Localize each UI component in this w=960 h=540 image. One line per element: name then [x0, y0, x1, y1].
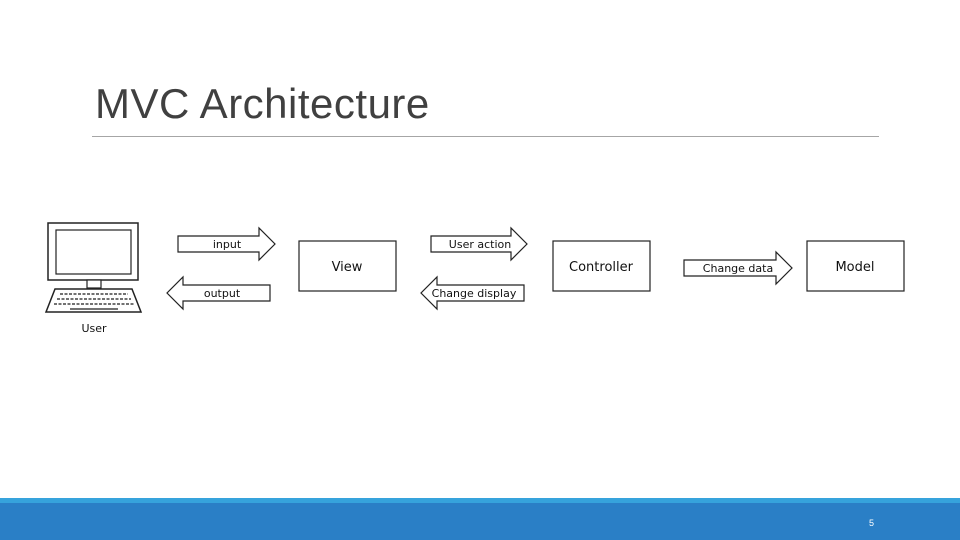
change-data-arrow	[683, 250, 793, 286]
change-display-label: Change display	[432, 287, 517, 300]
computer-icon	[44, 222, 143, 313]
change-data-label: Change data	[703, 262, 773, 275]
model-label: Model	[835, 260, 874, 275]
user-label: User	[81, 322, 107, 335]
output-label: output	[204, 287, 241, 300]
controller-box	[552, 240, 651, 292]
view-box	[298, 240, 397, 292]
controller-label: Controller	[569, 260, 634, 275]
input-label: input	[213, 238, 242, 251]
page-number: 5	[868, 518, 874, 528]
footer-bar: 5	[0, 503, 960, 540]
output-arrow	[166, 275, 271, 311]
footer-accent-bar	[0, 498, 960, 503]
model-box	[806, 240, 905, 292]
view-label: View	[332, 260, 363, 275]
user-action-label: User action	[449, 238, 511, 251]
slide-title: MVC Architecture	[95, 80, 430, 127]
user-action-arrow	[430, 226, 528, 262]
title-divider	[92, 136, 879, 137]
input-arrow	[177, 226, 276, 262]
change-display-arrow	[420, 275, 525, 311]
